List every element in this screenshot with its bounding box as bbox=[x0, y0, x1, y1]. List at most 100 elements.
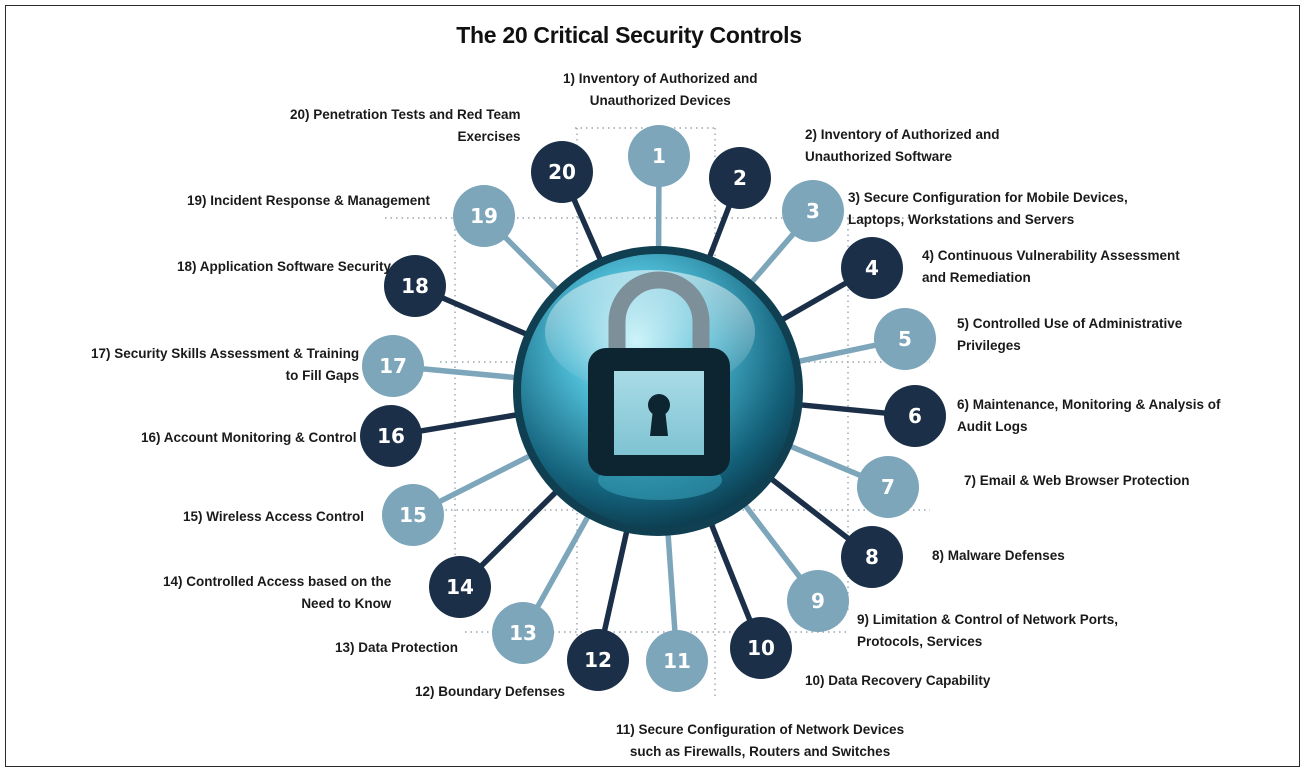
control-label-line: 3) Secure Configuration for Mobile Devic… bbox=[848, 190, 1128, 205]
control-number: 11 bbox=[663, 649, 691, 673]
control-node-circle bbox=[429, 556, 491, 618]
control-node-circle bbox=[384, 255, 446, 317]
control-label-line: 19) Incident Response & Management bbox=[187, 193, 431, 208]
control-node-14: 14 bbox=[429, 556, 491, 618]
control-node-10: 10 bbox=[730, 617, 792, 679]
control-node-15: 15 bbox=[382, 484, 444, 546]
control-node-2: 2 bbox=[709, 147, 771, 209]
control-node-circle bbox=[874, 308, 936, 370]
control-number: 12 bbox=[584, 648, 612, 672]
control-number: 19 bbox=[470, 204, 498, 228]
control-label-line: Protocols, Services bbox=[857, 634, 983, 649]
control-number: 9 bbox=[811, 589, 825, 613]
control-label-line: Exercises bbox=[457, 129, 521, 144]
control-label-19: 19) Incident Response & Management bbox=[187, 190, 430, 212]
control-number: 8 bbox=[865, 545, 879, 569]
control-node-18: 18 bbox=[384, 255, 446, 317]
control-number: 20 bbox=[548, 160, 576, 184]
control-label-13: 13) Data Protection bbox=[335, 637, 458, 659]
control-number: 14 bbox=[446, 575, 474, 599]
control-label-4: 4) Continuous Vulnerability Assessment an… bbox=[922, 245, 1180, 289]
control-label-line: to Fill Gaps bbox=[285, 368, 360, 383]
control-node-circle bbox=[709, 147, 771, 209]
control-node-16: 16 bbox=[360, 405, 422, 467]
control-node-12: 12 bbox=[567, 629, 629, 691]
control-node-9: 9 bbox=[787, 570, 849, 632]
control-number: 5 bbox=[898, 327, 912, 351]
control-label-line: 13) Data Protection bbox=[335, 640, 459, 655]
control-number: 13 bbox=[509, 621, 537, 645]
control-node-circle bbox=[360, 405, 422, 467]
control-number: 7 bbox=[881, 475, 895, 499]
control-label-line: 7) Email & Web Browser Protection bbox=[964, 473, 1190, 488]
control-node-1: 1 bbox=[628, 125, 690, 187]
control-label-line: Audit Logs bbox=[957, 419, 1028, 434]
control-label-line: 17) Security Skills Assessment & Trainin… bbox=[91, 346, 360, 361]
control-label-11: 11) Secure Configuration of Network Devi… bbox=[616, 719, 904, 763]
control-label-15: 15) Wireless Access Control bbox=[183, 506, 364, 528]
control-label-9: 9) Limitation & Control of Network Ports… bbox=[857, 609, 1118, 653]
control-label-line: Unauthorized Devices bbox=[589, 93, 731, 108]
padlock-icon bbox=[588, 271, 730, 476]
control-label-7: 7) Email & Web Browser Protection bbox=[964, 470, 1190, 492]
control-number: 17 bbox=[379, 354, 407, 378]
control-node-circle bbox=[884, 385, 946, 447]
control-label-line: 4) Continuous Vulnerability Assessment bbox=[922, 248, 1180, 263]
control-number: 2 bbox=[733, 166, 747, 190]
control-label-line: 18) Application Software Security bbox=[177, 259, 392, 274]
control-label-6: 6) Maintenance, Monitoring & Analysis of… bbox=[957, 394, 1221, 438]
control-node-circle bbox=[382, 484, 444, 546]
control-label-17: 17) Security Skills Assessment & Trainin… bbox=[91, 343, 359, 387]
control-label-16: 16) Account Monitoring & Control bbox=[141, 427, 356, 449]
control-label-line: 2) Inventory of Authorized and bbox=[805, 127, 1000, 142]
control-node-circle bbox=[841, 237, 903, 299]
control-label-line: 15) Wireless Access Control bbox=[183, 509, 364, 524]
control-label-line: 10) Data Recovery Capability bbox=[805, 673, 991, 688]
control-label-line: Unauthorized Software bbox=[805, 149, 953, 164]
control-node-circle bbox=[531, 141, 593, 203]
diagram-title: The 20 Critical Security Controls bbox=[456, 22, 802, 48]
control-label-line: Need to Know bbox=[301, 596, 392, 611]
control-number: 18 bbox=[401, 274, 429, 298]
control-number: 1 bbox=[652, 144, 666, 168]
control-number: 10 bbox=[747, 636, 775, 660]
control-label-line: such as Firewalls, Routers and Switches bbox=[629, 744, 891, 759]
control-label-line: 8) Malware Defenses bbox=[932, 548, 1065, 563]
control-node-circle bbox=[730, 617, 792, 679]
control-label-line: 9) Limitation & Control of Network Ports… bbox=[857, 612, 1119, 627]
control-node-circle bbox=[453, 185, 515, 247]
control-label-line: 12) Boundary Defenses bbox=[415, 684, 566, 699]
control-label-line: 14) Controlled Access based on the bbox=[163, 574, 392, 589]
control-number: 16 bbox=[377, 424, 405, 448]
control-node-8: 8 bbox=[841, 526, 903, 588]
control-node-circle bbox=[841, 526, 903, 588]
control-node-4: 4 bbox=[841, 237, 903, 299]
control-node-19: 19 bbox=[453, 185, 515, 247]
control-node-circle bbox=[492, 602, 554, 664]
control-label-line: 6) Maintenance, Monitoring & Analysis of bbox=[957, 397, 1221, 412]
control-node-20: 20 bbox=[531, 141, 593, 203]
control-label-8: 8) Malware Defenses bbox=[932, 545, 1065, 567]
control-number: 4 bbox=[865, 256, 879, 280]
control-node-5: 5 bbox=[874, 308, 936, 370]
control-label-line: 1) Inventory of Authorized and bbox=[563, 71, 758, 86]
control-node-6: 6 bbox=[884, 385, 946, 447]
control-node-circle bbox=[787, 570, 849, 632]
control-label-12: 12) Boundary Defenses bbox=[415, 681, 565, 703]
control-label-18: 18) Application Software Security bbox=[177, 256, 391, 278]
control-label-line: 11) Secure Configuration of Network Devi… bbox=[616, 722, 905, 737]
control-label-line: Privileges bbox=[957, 338, 1021, 353]
control-node-7: 7 bbox=[857, 456, 919, 518]
control-node-3: 3 bbox=[782, 180, 844, 242]
control-node-13: 13 bbox=[492, 602, 554, 664]
control-label-line: and Remediation bbox=[922, 270, 1031, 285]
hub bbox=[513, 246, 803, 536]
control-label-line: Laptops, Workstations and Servers bbox=[848, 212, 1075, 227]
control-node-circle bbox=[857, 456, 919, 518]
control-label-line: 16) Account Monitoring & Control bbox=[141, 430, 357, 445]
